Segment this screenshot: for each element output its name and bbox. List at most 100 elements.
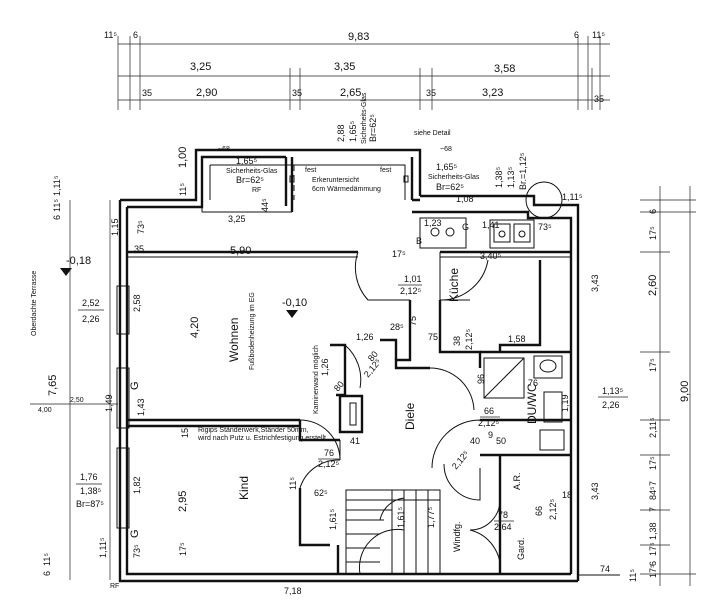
dim-735-top: 73⁵ bbox=[136, 220, 146, 234]
room-gard: Gard. bbox=[516, 537, 526, 560]
dim-38: 38 bbox=[452, 336, 462, 346]
bay-fest-2: fest bbox=[380, 167, 391, 174]
dim-175: 17⁵ bbox=[392, 249, 406, 259]
dim-126b: 1,26 bbox=[320, 358, 330, 376]
room-kind: Kind bbox=[237, 476, 251, 500]
dim-212g: 2,12⁵ bbox=[548, 498, 558, 520]
bay-right-glass: Sicherheits-Glas bbox=[428, 174, 480, 181]
dim-top-265: 2,65 bbox=[340, 87, 361, 99]
dim-161b: 1,61⁵ bbox=[396, 506, 406, 528]
room-ar: A.R. bbox=[512, 472, 522, 490]
bay-d100: 1,00 bbox=[177, 147, 189, 168]
dim-212c: 2,12⁵ bbox=[464, 328, 474, 350]
right-d845: 84⁵ bbox=[648, 486, 658, 500]
left-v6b: 6 bbox=[42, 571, 52, 576]
right-d343b: 3,43 bbox=[590, 482, 600, 500]
dim-212e: 2,12⁵ bbox=[478, 418, 500, 428]
dim-9: 9 bbox=[488, 430, 493, 440]
windows-left bbox=[116, 285, 130, 529]
dim-top-290: 2,90 bbox=[196, 87, 217, 99]
dim-340: 3,40⁵ bbox=[480, 251, 502, 261]
bathroom-fixtures bbox=[483, 355, 565, 451]
left-v111b: 1,11⁵ bbox=[98, 537, 108, 558]
dim-735-kitchen: 73⁵ bbox=[538, 222, 552, 232]
right-d900: 9,00 bbox=[679, 381, 691, 402]
level-inside: -0,10 bbox=[282, 297, 307, 309]
left-v6a: 6 bbox=[52, 215, 62, 220]
room-windfang: Windfg. bbox=[452, 521, 462, 552]
dim-top-35-a: 35 bbox=[142, 88, 152, 98]
staircase bbox=[345, 489, 441, 575]
room-wohnen: Wohnen bbox=[227, 318, 241, 362]
dim-175-bottom: 17⁵ bbox=[178, 542, 188, 556]
dim-182: 1,82 bbox=[132, 476, 142, 494]
dim-212b: 2,12⁵ bbox=[362, 356, 383, 379]
right-d175e: 17⁵ bbox=[648, 564, 658, 578]
bay-d108: 1,08 bbox=[456, 194, 474, 204]
dim-143: 1,43 bbox=[136, 398, 146, 416]
outer-walls bbox=[118, 148, 580, 583]
level-marker-icon bbox=[60, 268, 72, 276]
dim-123: 1,23 bbox=[424, 218, 442, 228]
left-v11a: 11⁵ bbox=[52, 199, 62, 212]
dim-590: 5,90 bbox=[230, 245, 251, 257]
bay-siehe-detail: siehe Detail bbox=[414, 130, 451, 137]
dim-50: 50 bbox=[496, 436, 506, 446]
window-g-2: G bbox=[129, 529, 141, 538]
right-d211: 2,11⁵ bbox=[648, 417, 658, 438]
dim-78: 78 bbox=[498, 510, 508, 520]
room-duwc: DU/WC bbox=[525, 383, 539, 424]
left-v252: 2,52 bbox=[82, 298, 100, 308]
dim-212d: 2,12⁵ bbox=[400, 286, 422, 296]
dim-top-35-b: 35 bbox=[292, 88, 302, 98]
dim-35: 35 bbox=[134, 244, 144, 254]
dim-66b: 66 bbox=[534, 506, 544, 516]
dim-119: 1,19 bbox=[560, 394, 570, 412]
dim-295: 2,95 bbox=[177, 491, 189, 512]
door-swings bbox=[299, 251, 501, 575]
left-v138: 1,38⁵ bbox=[80, 486, 102, 496]
right-d175a: 17⁵ bbox=[648, 226, 658, 240]
right-d6b: 6 bbox=[648, 561, 658, 566]
right-d6: 6 bbox=[648, 209, 658, 214]
rf-bottom: RF bbox=[110, 583, 119, 590]
bay-center-title: Erkeruntersicht bbox=[312, 177, 359, 184]
dim-62: 62⁵ bbox=[314, 488, 328, 498]
bay-window bbox=[209, 164, 563, 219]
left-v400: 4,00 bbox=[38, 407, 52, 414]
dim-top-323: 3,23 bbox=[482, 87, 503, 99]
dim-141: 1,41 bbox=[482, 220, 500, 230]
left-v111a: 1,11⁵ bbox=[52, 175, 62, 196]
dim-top-35-d: 35 bbox=[594, 94, 604, 104]
terrace-label: Oberdachte Terrasse bbox=[31, 271, 38, 336]
level-terrace: -0,18 bbox=[66, 255, 91, 267]
bay-d325: 3,25 bbox=[228, 214, 246, 224]
bay-right-165: 1,65⁵ bbox=[436, 162, 458, 172]
dim-161: 1,61⁵ bbox=[328, 508, 338, 530]
left-vbr87: Br=87⁵ bbox=[76, 499, 104, 509]
dim-718: 7,18 bbox=[284, 586, 302, 596]
bay-left-165: 1,65⁵ bbox=[236, 156, 258, 166]
dim-264: 2,64 bbox=[494, 522, 512, 532]
dim-258: 2,58 bbox=[132, 294, 142, 312]
dim-top-35-c: 35 bbox=[426, 88, 436, 98]
dim-15: 15 bbox=[180, 428, 190, 438]
bay-right-68: ~68 bbox=[440, 146, 452, 153]
right-d260: 2,60 bbox=[647, 275, 659, 296]
room-kueche: Küche bbox=[447, 268, 461, 302]
bay-d111: 1,11⁵ bbox=[562, 192, 583, 202]
dim-76a: 76 bbox=[324, 448, 334, 458]
dim-76b: 76 bbox=[528, 378, 538, 388]
right-d7: 7 bbox=[648, 481, 658, 486]
dim-top-6-right: 6 bbox=[574, 30, 579, 40]
dim-28: 28⁵ bbox=[390, 322, 404, 332]
dim-74: 74 bbox=[600, 564, 610, 574]
interior-walls bbox=[127, 250, 570, 574]
dim-top-335: 3,35 bbox=[334, 61, 355, 73]
left-v765: 7,65 bbox=[47, 375, 59, 396]
dim-top-358: 3,58 bbox=[494, 63, 515, 75]
bay-v165: 1,65⁵ bbox=[348, 120, 358, 142]
bay-fest-1: fest bbox=[305, 167, 316, 174]
dim-40: 40 bbox=[470, 436, 480, 446]
left-v176: 1,76 bbox=[80, 472, 98, 482]
